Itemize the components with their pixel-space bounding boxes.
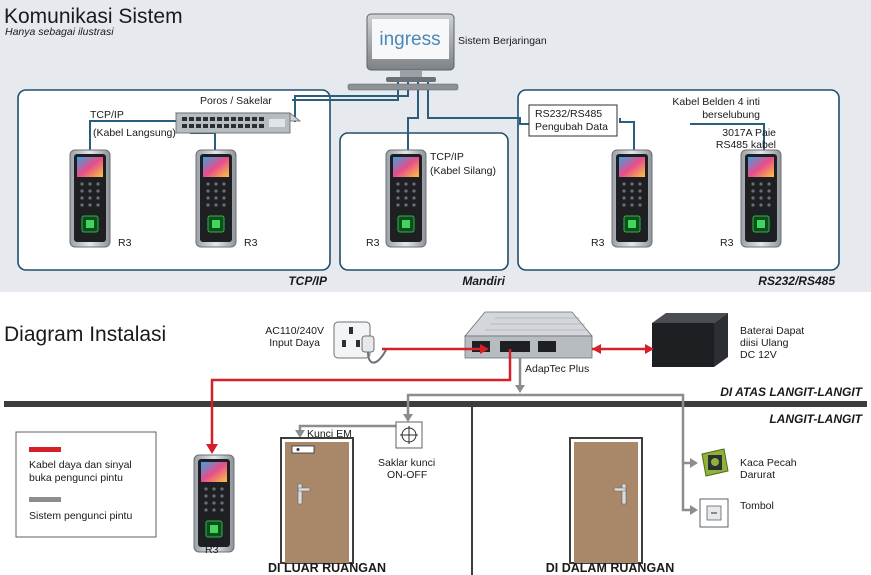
switch-label: Poros / Sakelar (200, 95, 272, 107)
converter-box (528, 104, 618, 137)
door-inside (569, 437, 643, 564)
power-input-label-1: AC110/240V (265, 325, 324, 337)
lock-switch-label-2: ON-OFF (387, 469, 427, 481)
pc-computer (347, 13, 459, 91)
power-input-label-2: Input Daya (269, 337, 320, 349)
exit-button-unit (699, 498, 729, 528)
tcpip-label: TCP/IP (90, 109, 124, 121)
r3-device-tcpip-1 (69, 149, 111, 248)
inside-room-label: DI DALAM RUANGAN (546, 561, 674, 575)
legend-lock-swatch (29, 497, 61, 502)
break-glass-unit (701, 448, 729, 477)
box-label-tcpip: TCP/IP (288, 274, 328, 288)
door-outside (280, 437, 354, 564)
arrow-to-device (206, 444, 218, 454)
arrow-controller-down (515, 385, 525, 393)
pc-caption: Sistem Berjaringan (458, 35, 547, 47)
device-label-4: R3 (591, 237, 605, 249)
device-label-1: R3 (118, 237, 132, 249)
device-label-3: R3 (366, 237, 380, 249)
arrow-to-break-glass (690, 458, 698, 468)
ceiling-label: LANGIT-LANGIT (769, 412, 863, 426)
em-lock-label: Kunci EM (307, 428, 352, 440)
system-title: Komunikasi Sistem (4, 5, 183, 28)
battery (652, 313, 728, 367)
adaptec-controller (464, 311, 593, 359)
network-switch (174, 112, 302, 134)
device-label-5: R3 (720, 237, 734, 249)
legend-power-swatch (29, 447, 61, 452)
belden-label-2: berselubung (702, 109, 760, 121)
device-label-2: R3 (244, 237, 258, 249)
installation-title: Diagram Instalasi (4, 323, 166, 346)
r3-device-installed (193, 454, 235, 553)
paie-label-2: RS485 kabel (716, 139, 776, 151)
system-subtitle: Hanya sebagai ilustrasi (5, 26, 114, 38)
standalone-cable-label: (Kabel Silang) (430, 165, 496, 177)
arrow-to-exit-button (690, 505, 698, 515)
legend-power-label-2: buka pengunci pintu (29, 472, 123, 484)
lock-switch (395, 421, 423, 449)
controller-label: AdapTec Plus (525, 363, 589, 375)
converter-label-1: RS232/RS485 (535, 108, 602, 120)
tcpip-cable-label: (Kabel Langsung) (93, 127, 176, 139)
battery-label-3: DC 12V (740, 349, 777, 361)
r3-device-rs-1 (611, 149, 653, 248)
installed-device-label: R3 (205, 544, 219, 556)
box-label-rs: RS232/RS485 (758, 274, 835, 288)
r3-device-tcpip-2 (195, 149, 237, 248)
r3-device-standalone (385, 149, 427, 248)
wall-outlet (333, 321, 387, 364)
break-glass-label-2: Darurat (740, 469, 775, 481)
arrow-to-switch (403, 414, 413, 422)
legend-lock-label: Sistem pengunci pintu (29, 510, 132, 522)
belden-label-1: Kabel Belden 4 inti (672, 96, 760, 108)
ceiling-bar (4, 401, 867, 407)
legend-power-label-1: Kabel daya dan sinyal (29, 459, 132, 471)
r3-device-rs-2 (740, 149, 782, 248)
above-ceiling-label: DI ATAS LANGIT-LANGIT (720, 385, 863, 399)
pc-logo-text: ingress (379, 29, 440, 50)
exit-button-label: Tombol (740, 500, 774, 512)
arrow-from-battery (592, 344, 601, 354)
arrow-to-battery (645, 344, 654, 354)
paie-label-1: 3017A Paie (722, 127, 776, 139)
arrow-to-em-lock (295, 430, 305, 438)
standalone-label: TCP/IP (430, 151, 464, 163)
box-label-standalone: Mandiri (462, 274, 505, 288)
converter-label-2: Pengubah Data (535, 121, 608, 133)
lock-switch-label-1: Saklar kunci (378, 457, 435, 469)
battery-label-1: Baterai Dapat (740, 325, 804, 337)
break-glass-label-1: Kaca Pecah (740, 457, 797, 469)
arrow-to-controller (480, 344, 489, 354)
battery-label-2: diisi Ulang (740, 337, 789, 349)
outside-room-label: DI LUAR RUANGAN (268, 561, 386, 575)
